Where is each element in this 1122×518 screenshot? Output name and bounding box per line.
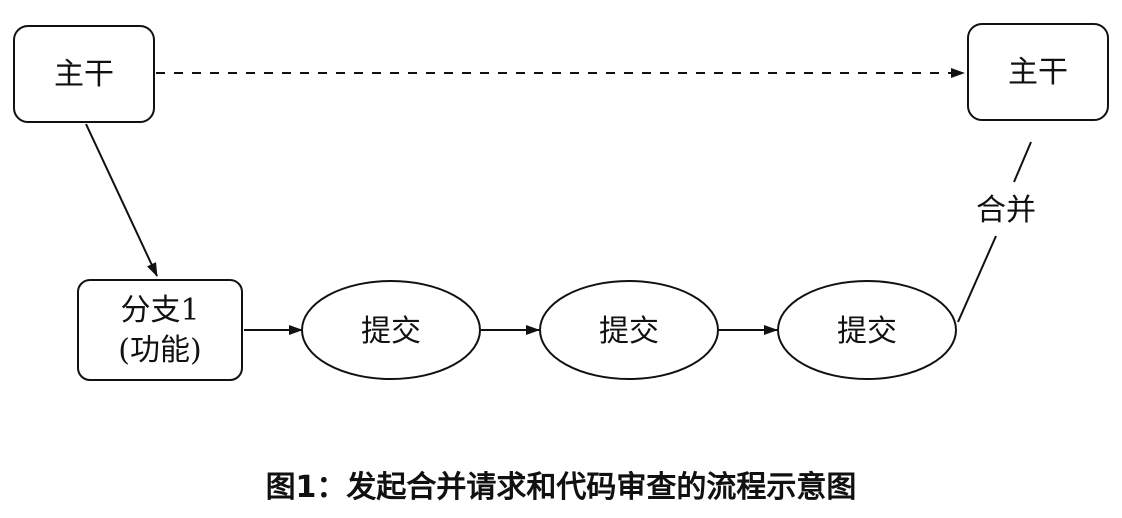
commit-node-3: 提交 [777,280,957,380]
branch-node: 分支1 (功能) [77,279,243,381]
merge-label: 合并 [976,193,1036,228]
branch-label-line1: 分支1 [120,293,199,328]
commit-3-label: 提交 [837,314,897,349]
commit-node-1: 提交 [301,280,481,380]
trunk-start-label: 主干 [54,57,114,92]
trunk-end-node: 主干 [967,23,1109,121]
figure-caption: 图1：发起合并请求和代码审查的流程示意图 [265,470,857,505]
commit-2-label: 提交 [599,314,659,349]
merge-line-lower [957,235,997,323]
commit-1-label: 提交 [361,314,421,349]
merge-line-upper [1013,141,1032,183]
trunk-to-branch-arrow [85,123,158,277]
branch-label-line2: (功能) [118,333,201,368]
trunk-start-node: 主干 [13,25,155,123]
trunk-end-label: 主干 [1008,55,1068,90]
commit-node-2: 提交 [539,280,719,380]
flow-diagram: 主干 主干 分支1 (功能) 提交 提交 提交 合并 [13,23,1109,381]
